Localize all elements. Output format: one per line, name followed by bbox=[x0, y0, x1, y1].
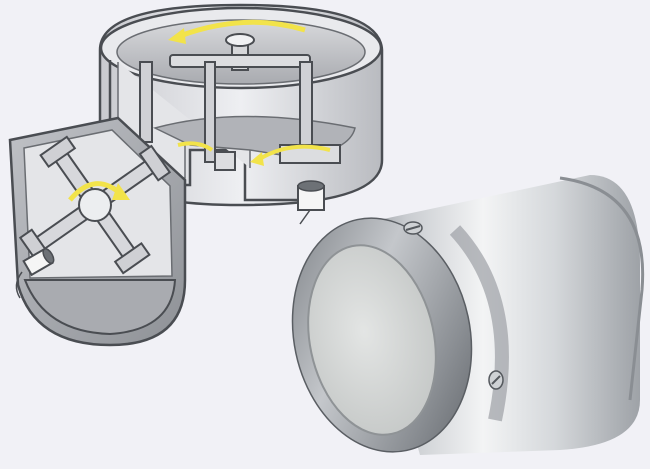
steel-sensor-housing bbox=[291, 175, 645, 455]
left-cutaway-illustration bbox=[8, 116, 187, 347]
upper-cutaway-illustration bbox=[98, 3, 384, 225]
screw-icon bbox=[488, 370, 504, 390]
screw-icon bbox=[403, 221, 423, 235]
